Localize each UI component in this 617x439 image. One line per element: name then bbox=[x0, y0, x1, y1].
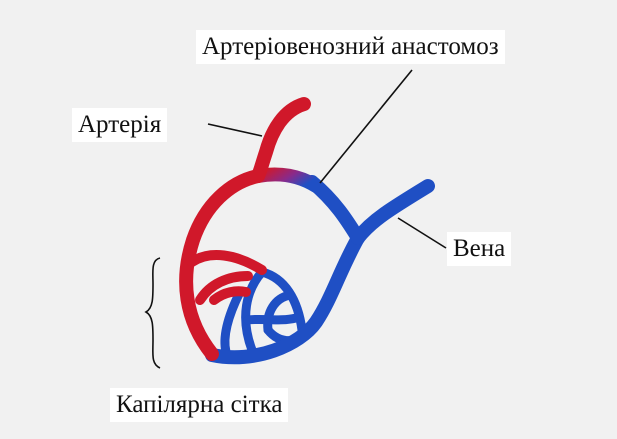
anastomosis-vessel bbox=[258, 174, 316, 186]
capillary-network-label: Капілярна сітка bbox=[110, 388, 288, 422]
artery-pointer bbox=[208, 124, 262, 136]
anastomosis-pointer bbox=[320, 70, 412, 183]
capillary-brace bbox=[146, 258, 160, 368]
artery-label: Артерія bbox=[72, 108, 167, 142]
vein-pointer bbox=[398, 218, 446, 248]
anastomosis-label: Артеріовенозний анастомоз bbox=[196, 30, 505, 64]
pointer-lines bbox=[208, 70, 446, 248]
vein-label: Вена bbox=[447, 232, 511, 266]
